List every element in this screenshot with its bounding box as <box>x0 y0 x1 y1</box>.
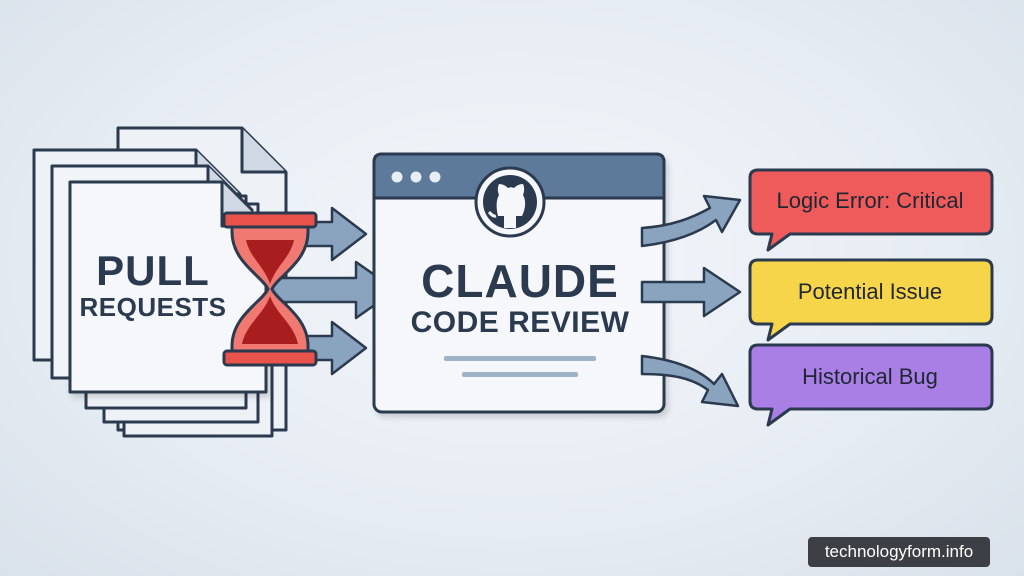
output-bubbles <box>748 168 994 427</box>
output-arrow-top <box>640 194 742 248</box>
hourglass-icon <box>222 211 318 367</box>
window-dot-1 <box>391 171 403 183</box>
review-window-subtitle: CODE REVIEW <box>410 306 630 339</box>
pull-requests-title: PULL <box>96 247 210 294</box>
output-arrow-middle <box>640 266 742 318</box>
window-dot-3 <box>429 171 441 183</box>
output-arrow-bottom <box>640 354 740 408</box>
watermark-badge: technologyform.info <box>808 537 990 567</box>
pull-requests-subtitle: REQUESTS <box>79 292 227 322</box>
window-content-line-2 <box>462 372 578 377</box>
input-arrows <box>266 206 398 376</box>
review-window-title: CLAUDE <box>421 255 619 307</box>
window-dot-2 <box>410 171 422 183</box>
window-content-line-1 <box>444 356 596 361</box>
bubble-label-historical-bug: Historical Bug <box>802 364 938 389</box>
output-arrows <box>640 194 742 408</box>
bubble-logic-error <box>748 168 994 252</box>
bubble-potential-issue <box>748 258 994 342</box>
pull-request-stack <box>32 126 288 438</box>
bubble-label-logic-error: Logic Error: Critical <box>776 188 964 213</box>
bubble-historical-bug <box>748 343 994 427</box>
bubble-label-potential-issue: Potential Issue <box>797 279 943 304</box>
github-icon <box>474 166 546 238</box>
